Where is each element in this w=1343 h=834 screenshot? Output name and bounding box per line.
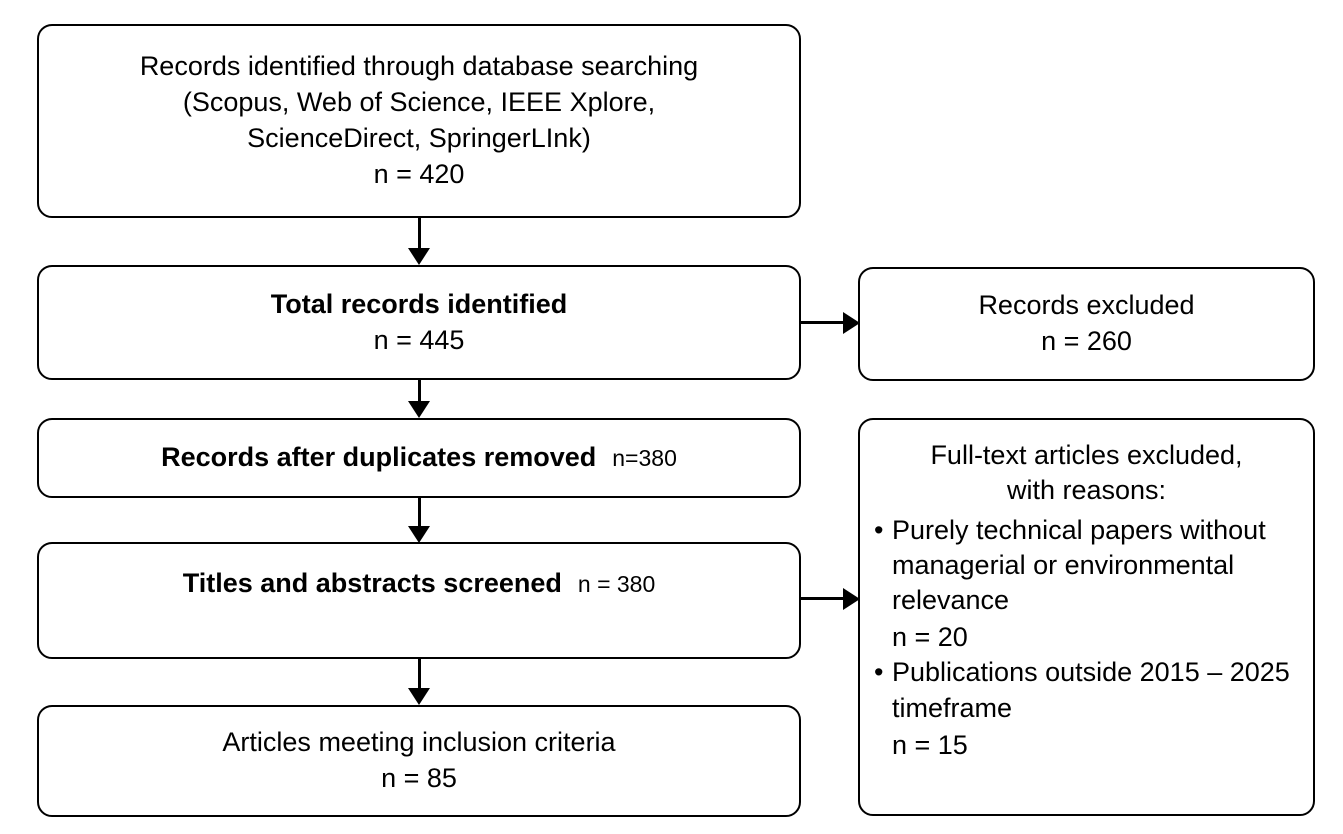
connector-identified-to-total-line: [418, 218, 421, 251]
box-records-after-duplicates-removed: Records after duplicates removed n=380: [37, 418, 801, 498]
fulltext-exclusion-reason-list: • Purely technical papers without manage…: [874, 513, 1299, 763]
records-excluded-label: Records excluded: [978, 290, 1195, 321]
duplicates-removed-label: Records after duplicates removed: [161, 442, 597, 473]
duplicates-removed-row: Records after duplicates removed n=380: [161, 440, 677, 476]
arrow-right-icon: [843, 588, 860, 610]
fulltext-excluded-heading-line-1: Full-text articles excluded,: [930, 440, 1243, 470]
box-fulltext-articles-excluded: Full-text articles excluded, with reason…: [858, 418, 1315, 816]
connector-screened-to-included-line: [418, 659, 421, 691]
records-identified-line-3: ScienceDirect, SpringerLInk): [247, 123, 591, 153]
included-label: Articles meeting inclusion criteria: [222, 727, 616, 758]
box-records-excluded: Records excluded n = 260: [858, 267, 1315, 381]
reason-count: n = 20: [892, 622, 968, 653]
bullet-icon: •: [874, 515, 884, 546]
reason-count: n = 15: [892, 729, 968, 760]
bullet-icon: •: [874, 657, 884, 688]
connector-total-to-duplicates-line: [418, 380, 421, 403]
reason-text: Publications outside 2015 – 2025 timefra…: [892, 657, 1290, 723]
records-identified-count: n = 420: [373, 158, 465, 189]
list-item: • Publications outside 2015 – 2025 timef…: [874, 655, 1299, 725]
arrow-down-icon: [408, 526, 430, 543]
arrow-down-icon: [408, 401, 430, 418]
screened-row: Titles and abstracts screened n = 380: [183, 566, 656, 602]
reason-text: Purely technical papers without manageri…: [892, 515, 1266, 616]
screened-label: Titles and abstracts screened: [182, 568, 562, 598]
connector-duplicates-to-screened-line: [418, 498, 421, 527]
records-identified-line-1: Records identified through database sear…: [139, 51, 699, 82]
included-count: n = 85: [381, 763, 457, 793]
total-records-label: Total records identified: [270, 288, 568, 319]
arrow-down-icon: [408, 688, 430, 705]
box-titles-and-abstracts-screened: Titles and abstracts screened n = 380: [37, 542, 801, 659]
box-articles-meeting-inclusion-criteria: Articles meeting inclusion criteria n = …: [37, 705, 801, 817]
total-records-count: n = 445: [373, 324, 465, 355]
connector-screened-to-fulltext-excluded-line: [801, 597, 846, 600]
records-excluded-count: n = 260: [1041, 326, 1132, 356]
list-item: • Purely technical papers without manage…: [874, 513, 1299, 618]
box-total-records-identified: Total records identified n = 445: [37, 265, 801, 380]
fulltext-excluded-heading: Full-text articles excluded, with reason…: [874, 438, 1299, 507]
box-records-identified: Records identified through database sear…: [37, 24, 801, 218]
duplicates-removed-count: n=380: [612, 445, 677, 472]
arrow-down-icon: [408, 248, 430, 265]
records-identified-line-2: (Scopus, Web of Science, IEEE Xplore,: [182, 87, 656, 118]
connector-total-to-records-excluded-line: [801, 321, 846, 324]
arrow-right-icon: [843, 312, 860, 334]
screened-count: n = 380: [577, 571, 656, 597]
fulltext-excluded-heading-line-2: with reasons:: [1006, 474, 1167, 505]
